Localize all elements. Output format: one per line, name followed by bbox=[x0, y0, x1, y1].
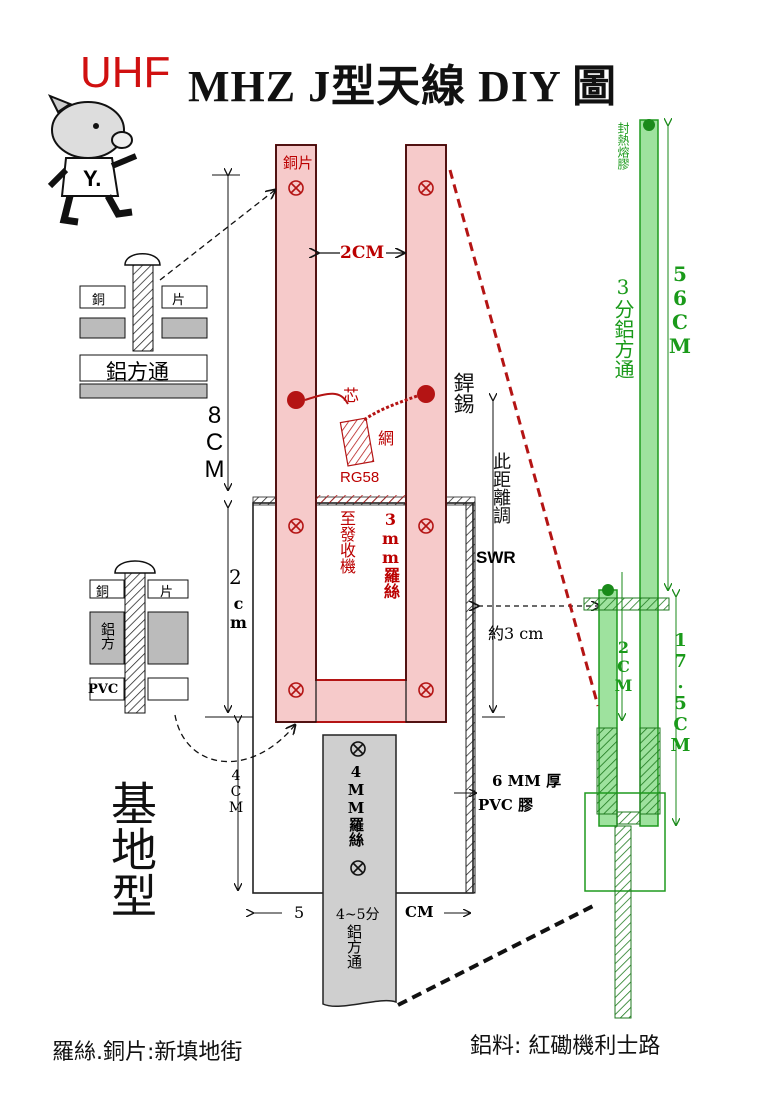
braid-label: 網 bbox=[378, 429, 395, 448]
green-antenna bbox=[583, 119, 676, 1019]
aluminum-square-tube bbox=[322, 734, 397, 1008]
footer-right: 鋁料: 紅磡機利士路 bbox=[470, 1034, 661, 1059]
seal-label: 封熱熔膠 bbox=[616, 122, 630, 170]
footer-left: 羅絲.銅片:新填地街 bbox=[52, 1040, 243, 1065]
two-cm-unit: cm bbox=[229, 594, 248, 632]
green-length-175: 17.5CM bbox=[670, 630, 691, 756]
core-label: 芯 bbox=[343, 386, 360, 405]
screw-4mm-label: 4MM羅絲 bbox=[347, 763, 365, 847]
page-title: MHZ J型天線 DIY 圖 bbox=[188, 62, 618, 111]
pvc-glue-label: PVC 膠 bbox=[478, 796, 534, 814]
four-cm-label: 4CM bbox=[228, 768, 244, 816]
two-cm-num: 2 bbox=[229, 565, 242, 589]
adjust-swr-en: SWR bbox=[476, 548, 516, 567]
detail-top-copper: 銅 bbox=[92, 293, 106, 308]
bottom-dim-right: CM bbox=[405, 903, 434, 921]
gap-2cm-label: 2CM bbox=[340, 243, 385, 263]
copper-label: 銅片 bbox=[283, 154, 314, 172]
screw-4mm-icon bbox=[350, 741, 366, 876]
about-3cm-label: 約3 cm bbox=[488, 624, 544, 643]
screw-3mm-label: 3mm羅絲 bbox=[381, 510, 400, 599]
eight-cm-label: 8CM bbox=[201, 402, 228, 483]
detail-bottom bbox=[89, 560, 189, 714]
pvc-thickness-label: 6 MM 厚 bbox=[492, 772, 562, 790]
detail-top bbox=[79, 253, 208, 399]
detail-bottom-piece: 片 bbox=[160, 585, 174, 600]
screw-icon bbox=[288, 180, 434, 698]
coax-feed bbox=[287, 385, 435, 467]
solder-label: 銲錫 bbox=[451, 372, 475, 414]
green-length-56: 56CM bbox=[668, 262, 692, 358]
j-element-red bbox=[275, 144, 447, 723]
detail-top-square: 鋁方通 bbox=[106, 360, 169, 384]
square-tube-label: 鋁方通 bbox=[345, 924, 363, 969]
title-prefix: UHF bbox=[80, 48, 171, 97]
green-tube-label: 3分鋁方通 bbox=[611, 275, 635, 379]
coax-label: RG58 bbox=[340, 469, 380, 486]
adjust-swr-cn: 此距離調 bbox=[490, 452, 511, 524]
detail-top-piece: 片 bbox=[172, 293, 186, 308]
detail-bottom-pvc: PVC bbox=[88, 682, 119, 697]
bottom-dim-left: 5 bbox=[294, 903, 305, 922]
detail-bottom-copper: 銅 bbox=[96, 585, 110, 600]
detail-bottom-square: 鋁方 bbox=[99, 622, 115, 650]
pig-mascot-icon bbox=[47, 94, 138, 226]
green-length-2: 2CM bbox=[614, 638, 633, 695]
mascot-letter: Y. bbox=[83, 166, 102, 191]
to-radio-label: 至發收機 bbox=[337, 510, 356, 574]
base-type-title: 基地型 bbox=[104, 780, 158, 918]
square-tube-size: 4~5分 bbox=[336, 907, 380, 923]
